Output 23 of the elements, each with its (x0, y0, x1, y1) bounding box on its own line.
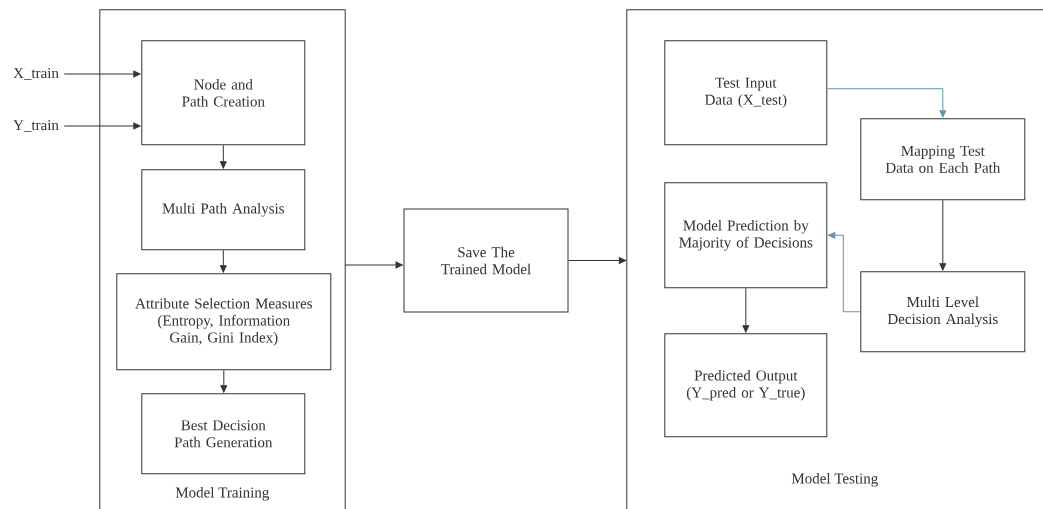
process-box: Multi Path Analysis (141, 169, 306, 251)
arrow (568, 257, 627, 264)
process-box: Attribute Selection Measures (Entropy, Information Gain, Gini Index) (116, 273, 332, 371)
input-label: Y_train (13, 120, 59, 132)
arrow (742, 287, 750, 333)
process-box: Save The Trained Model (403, 208, 569, 313)
arrow (63, 122, 141, 130)
arrow (344, 261, 403, 269)
process-box: Mapping Test Data on Each Path (860, 118, 1026, 201)
process-box: Model Prediction by Majority of Decisions (664, 182, 828, 289)
input-label: X_train (13, 68, 59, 80)
arrow (219, 144, 227, 169)
process-box: Predicted Output (Y_pred or Y_true) (664, 333, 828, 438)
arrow (826, 88, 947, 118)
arrow (939, 199, 947, 271)
process-box: Multi Level Decision Analysis (860, 271, 1026, 353)
arrow (219, 249, 227, 273)
process-box: Node and Path Creation (141, 40, 306, 146)
arrow (63, 70, 141, 78)
arrow (220, 369, 228, 393)
process-box: Test Input Data (X_test) (664, 40, 828, 146)
process-box: Best Decision Path Generation (141, 393, 306, 475)
arrow (828, 231, 861, 313)
